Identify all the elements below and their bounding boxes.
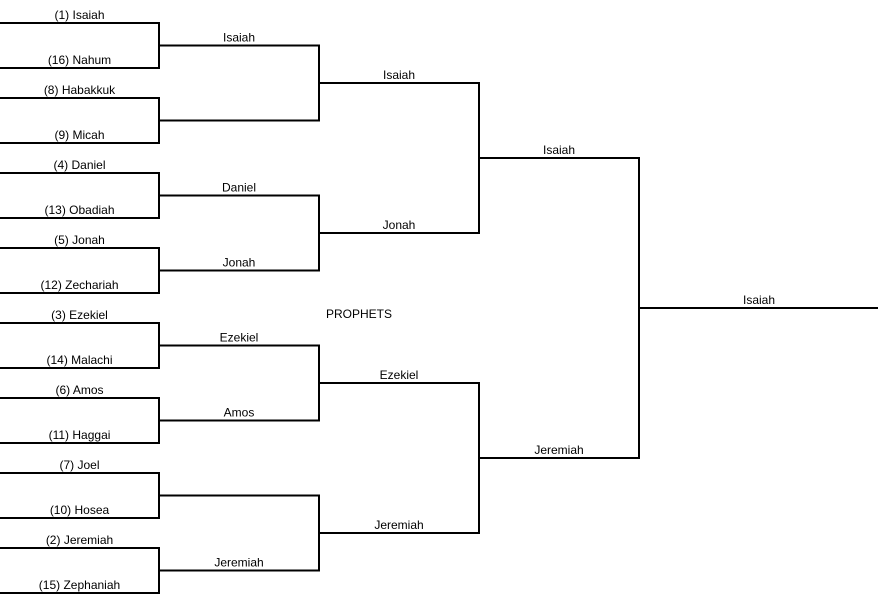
- bracket-slot-label: Jonah: [223, 256, 256, 270]
- bracket-slot-label: (14) Malachi: [46, 353, 112, 367]
- bracket-slot-label: (1) Isaiah: [54, 8, 104, 22]
- bracket-slot-label: Isaiah: [223, 31, 255, 45]
- bracket-slot-label: Amos: [224, 406, 255, 420]
- bracket-slot-label: (2) Jeremiah: [46, 533, 113, 547]
- bracket-slot-label: (6) Amos: [55, 383, 103, 397]
- bracket-slot-label: Isaiah: [543, 143, 575, 157]
- bracket-slot-label: Daniel: [222, 181, 256, 195]
- bracket-slot-label: Ezekiel: [380, 368, 419, 382]
- bracket-slot-label: (7) Joel: [59, 458, 99, 472]
- bracket-slot-label: (3) Ezekiel: [51, 308, 108, 322]
- bracket-slot-label: (9) Micah: [54, 128, 104, 142]
- bracket-slot-label: (5) Jonah: [54, 233, 105, 247]
- bracket-slot-label: (13) Obadiah: [44, 203, 114, 217]
- bracket-slot-label: (16) Nahum: [48, 53, 111, 67]
- bracket-slot-label: (10) Hosea: [50, 503, 110, 517]
- bracket-slot-label: Jeremiah: [214, 556, 263, 570]
- bracket-slot-label: Jonah: [383, 218, 416, 232]
- bracket-slot-label: (8) Habakkuk: [44, 83, 116, 97]
- bracket-slot-label: Ezekiel: [220, 331, 259, 345]
- bracket-slot-label: (11) Haggai: [49, 428, 111, 442]
- bracket-slot-label: (4) Daniel: [53, 158, 105, 172]
- bracket-slot-label: Jeremiah: [534, 443, 583, 457]
- bracket-title: PROPHETS: [326, 307, 392, 321]
- bracket-slot-label: Jeremiah: [374, 518, 423, 532]
- bracket-slot-label: Isaiah: [743, 293, 775, 307]
- bracket-slot-label: (12) Zechariah: [40, 278, 118, 292]
- bracket-slot-label: (15) Zephaniah: [39, 578, 120, 592]
- bracket-slot-label: Isaiah: [383, 68, 415, 82]
